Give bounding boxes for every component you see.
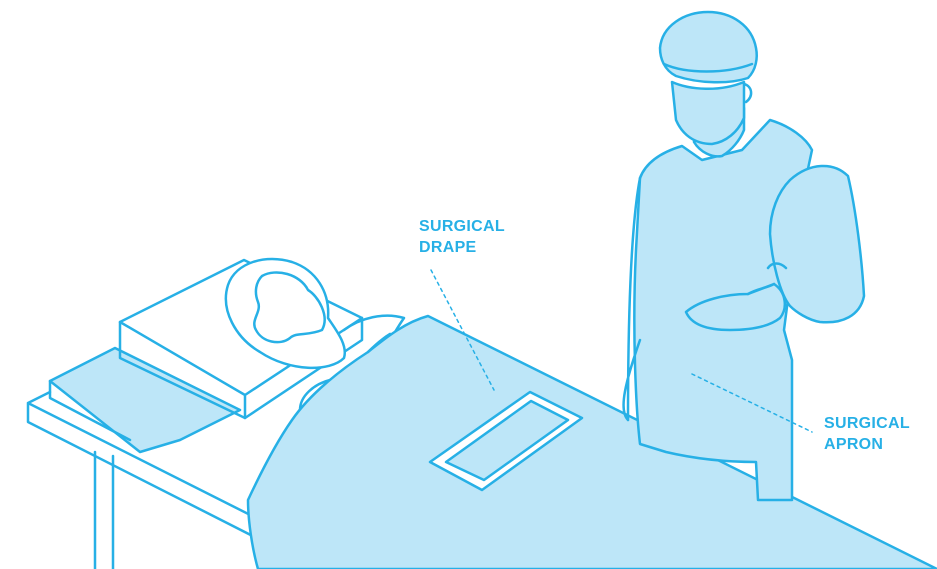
apron-label-line2: APRON: [824, 434, 910, 455]
apron-label-line1: SURGICAL: [824, 413, 910, 434]
surgical-apron-label: SURGICAL APRON: [824, 413, 910, 455]
table-leg-left: [95, 452, 113, 569]
patient-head-cap: [226, 259, 345, 368]
table-mattress: [50, 348, 240, 452]
surgeon-face-mask: [672, 82, 744, 144]
drape-label-line1: SURGICAL: [419, 216, 505, 237]
drape-label-line2: DRAPE: [419, 237, 505, 258]
surgical-drape-label: SURGICAL DRAPE: [419, 216, 505, 258]
